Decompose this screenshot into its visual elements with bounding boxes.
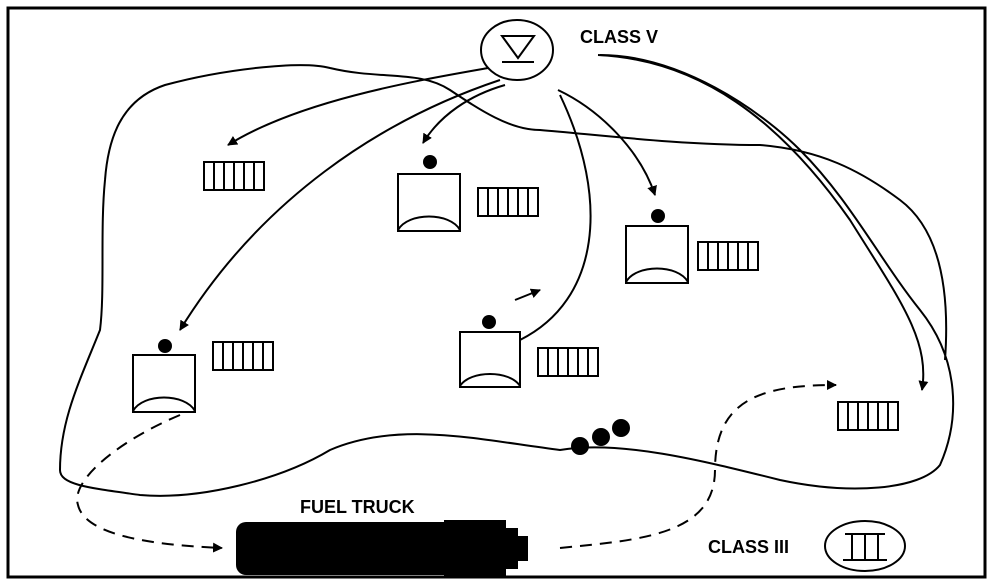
triangle-symbol-icon [500, 35, 536, 63]
fuel-truck-label: FUEL TRUCK [300, 497, 415, 517]
arrow-to-stack-5 [597, 54, 929, 391]
diagram-border [6, 6, 987, 579]
dot-icon [651, 209, 665, 223]
arrow-to-tank-2 [422, 84, 506, 144]
supply-stack-3 [697, 241, 759, 271]
dot-icon [423, 155, 437, 169]
supply-stack-6 [837, 401, 899, 431]
supply-stack-2 [477, 187, 539, 217]
dashed-route-to-stack-5 [559, 380, 837, 549]
class-iii-label: CLASS III [708, 537, 789, 557]
supply-stack-5 [537, 347, 599, 377]
fuel-truck-icon [236, 520, 528, 577]
arrow-to-tank-3 [557, 89, 657, 196]
tank-1 [132, 339, 196, 413]
class-iii-symbol [824, 520, 906, 572]
arrow-to-tank-4 [514, 288, 541, 301]
tank-4-return [519, 94, 592, 341]
dot-icon [158, 339, 172, 353]
ellipsis-dots [571, 419, 630, 455]
class-v-label: CLASS V [580, 27, 658, 47]
arrow-to-tank-1 [179, 79, 501, 331]
tank-3 [625, 209, 689, 284]
dashed-route-to-truck [76, 414, 223, 553]
class-v-icon [480, 19, 554, 81]
class-v-symbol [480, 19, 554, 81]
dot-icon [482, 315, 496, 329]
arrow-to-stack-1 [227, 67, 489, 146]
supply-stack-1 [203, 161, 265, 191]
tank-2 [397, 155, 461, 232]
route-loop [58, 54, 955, 497]
tank-4 [459, 315, 521, 388]
supply-stack-4 [212, 341, 274, 371]
